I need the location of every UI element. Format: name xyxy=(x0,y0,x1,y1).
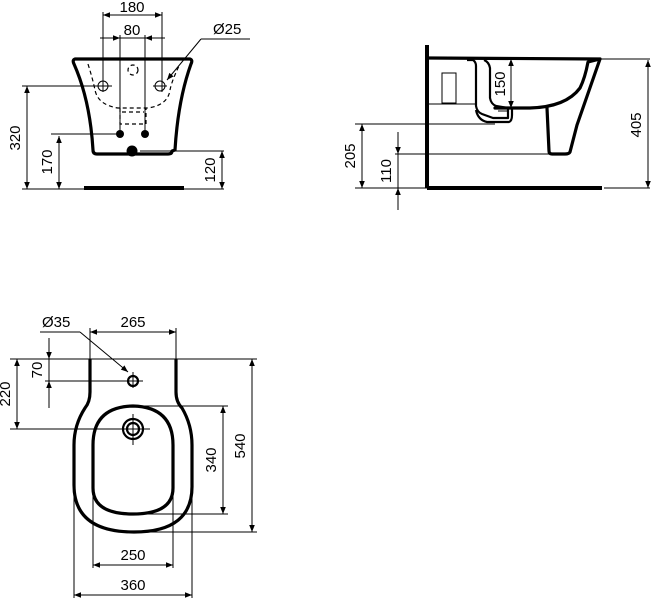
dim-150: 150 xyxy=(492,71,509,96)
dim-diameter-25: Ø25 xyxy=(213,21,241,38)
dim-205: 205 xyxy=(342,143,359,168)
dim-265: 265 xyxy=(120,314,145,331)
dim-180: 180 xyxy=(119,0,144,16)
dim-360: 360 xyxy=(120,577,145,594)
front-view: 180 80 Ø25 320 170 120 xyxy=(7,0,250,190)
dim-540: 540 xyxy=(232,433,249,458)
top-waste-outlet-icon xyxy=(118,414,150,445)
dim-250: 250 xyxy=(120,547,145,564)
dim-220: 220 xyxy=(0,381,14,406)
top-view: Ø35 265 70 220 340 540 250 360 xyxy=(0,314,257,598)
waste-outlet-icon xyxy=(126,145,138,157)
dim-320: 320 xyxy=(7,125,24,150)
side-view: 150 405 205 110 xyxy=(342,45,651,210)
dim-405: 405 xyxy=(628,112,645,137)
dim-120: 120 xyxy=(202,157,219,182)
front-tap-hole-right-icon xyxy=(153,80,167,92)
dim-110: 110 xyxy=(378,159,395,183)
dim-70: 70 xyxy=(29,362,46,379)
dim-diameter-35: Ø35 xyxy=(42,314,70,331)
dim-340: 340 xyxy=(203,447,220,472)
top-tap-hole-icon xyxy=(123,372,143,388)
dim-80: 80 xyxy=(124,22,141,39)
dim-170: 170 xyxy=(39,149,56,174)
